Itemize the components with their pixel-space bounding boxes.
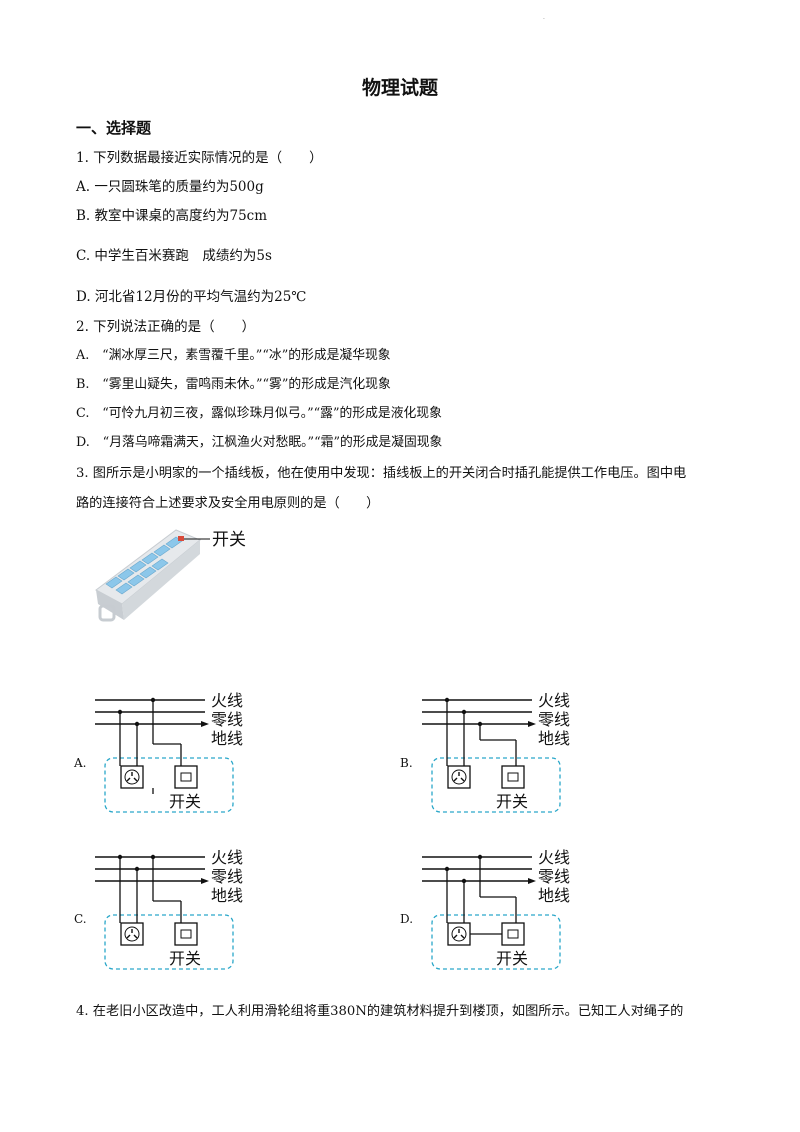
q3-stem-line1: 3. 图所示是小明家的一个插线板，他在使用中发现：插线板上的开关闭合时插孔能提供… [76,466,687,481]
switch-rocker-icon [180,772,192,782]
q1-option-d: D. 河北省12月份的平均气温约为25℃ [76,289,307,305]
q2-option-a: A. “渊冰厚三尺，素雪覆千里。”“冰”的形成是凝华现象 [76,348,391,363]
switch-rocker-icon [180,929,192,939]
socket-face-icon [124,926,140,942]
switch-label: 开关 [169,792,201,811]
switch-box [174,922,198,946]
ground-wire-label: 地线 [211,886,243,905]
q1-option-b: B. 教室中课桌的高度约为75cm [76,208,268,224]
q2-option-d: D. “月落乌啼霜满天，江枫渔火对愁眠。”“霜”的形成是凝固现象 [76,435,443,450]
q4-stem-line1: 4. 在老旧小区改造中，工人利用滑轮组将重380N的建筑材料提升到楼顶，如图所示… [76,1004,684,1019]
ground-wire-label: 地线 [538,886,570,905]
ground-wire-label: 地线 [211,729,243,748]
q2-option-c: C. “可怜九月初三夜，露似珍珠月似弓。”“露”的形成是液化现象 [76,406,442,421]
socket-pin-right [460,777,465,782]
strip-enclosure [431,914,561,970]
q1-stem: 1. 下列数据最接近实际情况的是（ ） [76,150,323,166]
live-wire-label: 火线 [211,691,243,710]
ground-arrow-icon [201,878,209,884]
power-strip-photo: 开关 [95,529,246,622]
socket-pin-left [126,934,131,939]
q2-stem: 2. 下列说法正确的是（ ） [76,319,256,335]
switch-label: 开关 [169,949,201,968]
socket-pin-right [133,777,138,782]
neutral-wire-label: 零线 [538,710,570,729]
page-title: 物理试题 [361,77,438,99]
ground-arrow-icon [528,878,536,884]
socket-face-icon [124,769,140,785]
strip-enclosure [104,914,234,970]
q1-option-c: C. 中学生百米赛跑 成绩约为5s [76,248,272,264]
q3-stem-line2: 路的连接符合上述要求及安全用电原则的是（ ） [76,496,380,511]
strip-enclosure [431,757,561,813]
socket-box [120,922,144,946]
live-wire-label: 火线 [538,691,570,710]
strip-enclosure [104,757,234,813]
option-a-label: A. [74,756,87,770]
switch-box [174,765,198,789]
socket-box [120,765,144,789]
neutral-wire-label: 零线 [211,867,243,886]
section-heading: 一、选择题 [76,119,152,137]
corner-mark: · [543,16,545,23]
ground-wire-label: 地线 [538,729,570,748]
switch-rocker-icon [507,929,519,939]
q2-option-b: B. “雾里山疑失，雷鸣雨未休。”“雾”的形成是汽化现象 [76,377,391,392]
live-wire-label: 火线 [211,848,243,867]
switch-label: 开关 [496,792,528,811]
photo-switch-label: 开关 [212,530,246,550]
socket-box [447,922,471,946]
ground-arrow-icon [201,721,209,727]
switch-label: 开关 [496,949,528,968]
neutral-wire-label: 零线 [211,710,243,729]
socket-pin-left [453,934,458,939]
ground-arrow-icon [528,721,536,727]
option-b-label: B. [400,756,413,770]
socket-face-icon [451,926,467,942]
switch-box [501,922,525,946]
switch-rocker-icon [507,772,519,782]
live-wire-label: 火线 [538,848,570,867]
option-d-label: D. [400,912,414,926]
neutral-wire-label: 零线 [538,867,570,886]
socket-pin-right [133,934,138,939]
socket-face-icon [451,769,467,785]
socket-pin-left [453,777,458,782]
option-c-label: C. [74,912,87,926]
q1-option-a: A. 一只圆珠笔的质量约为500g [76,179,264,195]
switch-box [501,765,525,789]
socket-pin-left [126,777,131,782]
socket-pin-right [460,934,465,939]
socket-box [447,765,471,789]
